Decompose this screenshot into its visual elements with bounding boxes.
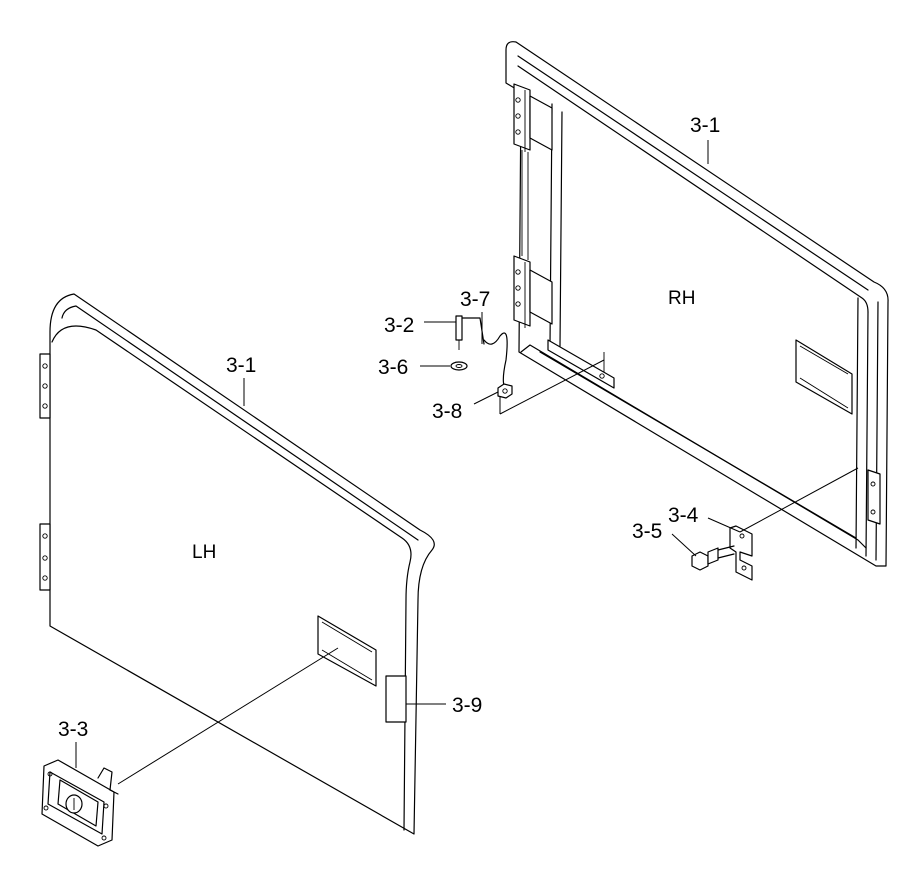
callout-3-6: 3-6 <box>378 356 408 379</box>
part-3-4-bracket <box>729 525 753 581</box>
lh-top-edge <box>61 305 419 541</box>
part-3-7-cable <box>483 332 508 387</box>
part-3-3-latch <box>41 759 119 847</box>
rh-stay-bracket <box>547 339 615 389</box>
rh-upper-hinge <box>513 83 553 152</box>
rh-latch-cutout <box>795 339 853 415</box>
rh-door-panel <box>505 41 889 567</box>
callout-3-4: 3-4 <box>668 504 699 527</box>
rh-inner-flange <box>855 297 859 549</box>
rh-top-rail <box>517 55 869 291</box>
callout-3-8: 3-8 <box>432 400 462 423</box>
callout-leaders <box>75 140 859 785</box>
rh-panel-label: RH <box>668 288 695 309</box>
lh-top-edge-front <box>51 325 412 831</box>
lh-panel-body <box>49 293 435 835</box>
lh-panel-label: LH <box>192 542 216 563</box>
rh-right-edge <box>865 311 869 557</box>
lh-upper-hinge <box>39 353 51 419</box>
rh-top-rail-inner <box>517 65 869 313</box>
callout-3-7: 3-7 <box>460 288 490 311</box>
part-3-6-washer <box>450 361 468 371</box>
rh-latch-cutout-inner <box>799 345 849 409</box>
callout-3-2: 3-2 <box>384 314 414 337</box>
callout-3-9: 3-9 <box>452 694 482 717</box>
lh-door-panel <box>39 293 435 835</box>
part-3-2-stay-pin <box>455 315 485 350</box>
rh-panel-frame <box>505 41 889 567</box>
callout-3-5: 3-5 <box>632 520 662 543</box>
rh-strike-plate <box>867 469 881 525</box>
part-3-5-bolt <box>691 545 735 571</box>
callout-3-1-right: 3-1 <box>690 114 720 137</box>
callout-3-3: 3-3 <box>58 718 88 741</box>
callout-3-1-left: 3-1 <box>226 354 256 377</box>
rh-left-inner-2 <box>559 111 563 347</box>
part-3-8-nut <box>497 383 513 399</box>
lh-lower-hinge <box>39 523 51 591</box>
lh-label-plate <box>385 675 407 723</box>
lh-latch-cutout <box>317 615 377 687</box>
rh-lower-hinge <box>513 255 553 328</box>
rh-bottom-return-inner <box>539 351 857 539</box>
